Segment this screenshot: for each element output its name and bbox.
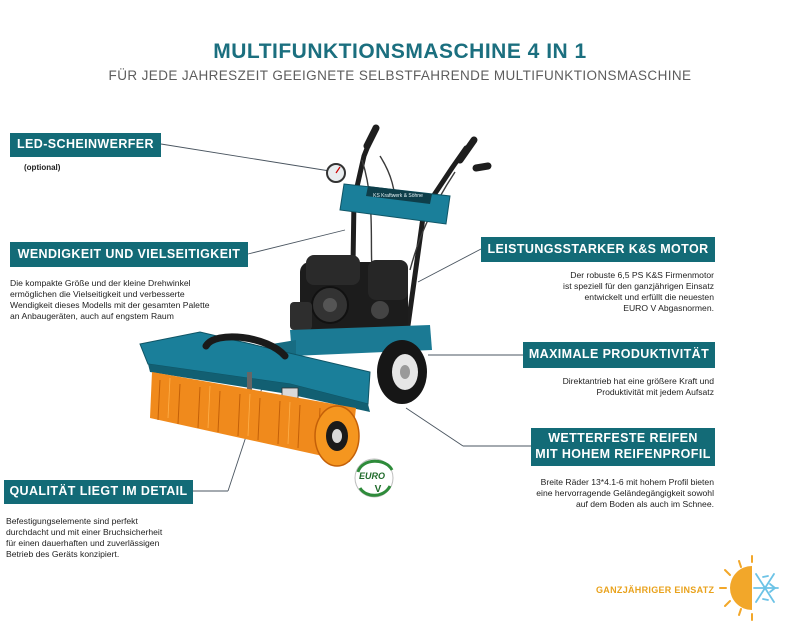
wheel bbox=[377, 340, 427, 404]
brush-housing bbox=[139, 331, 371, 412]
euro-v-badge: EURO V bbox=[354, 458, 394, 498]
feature-note-led: (optional) bbox=[24, 163, 61, 172]
feature-label-quality: QUALITÄT LIEGT IM DETAIL bbox=[4, 480, 193, 504]
rotating-brush bbox=[150, 372, 360, 467]
engine bbox=[290, 255, 408, 342]
svg-text:KS Kraftwerk & Söhne: KS Kraftwerk & Söhne bbox=[373, 193, 423, 199]
handle-grips bbox=[363, 124, 492, 172]
feature-desc-tires: Breite Räder 13*4.1-6 mit hohem Profil b… bbox=[536, 477, 714, 509]
sun-snowflake-icon bbox=[719, 555, 779, 621]
feature-label-tires: WETTERFESTE REIFEN MIT HOHEM REIFENPROFI… bbox=[531, 428, 715, 466]
connector-led bbox=[160, 143, 337, 173]
connector-agility bbox=[247, 229, 346, 255]
connector-tires-b bbox=[405, 407, 464, 447]
euro-v-label: V bbox=[375, 484, 382, 495]
feature-desc-agility: Die kompakte Größe und der kleine Drehwi… bbox=[10, 278, 210, 321]
feature-desc-productivity: Direktantrieb hat eine größere Kraft und… bbox=[562, 376, 714, 397]
feature-label-agility: WENDIGKEIT UND VIELSEITIGKEIT bbox=[10, 242, 248, 267]
feature-desc-quality: Befestigungselemente sind perfekt durchd… bbox=[6, 516, 163, 559]
control-panel: KS Kraftwerk & Söhne bbox=[339, 183, 451, 225]
feature-label-led: LED-SCHEINWERFER bbox=[10, 133, 161, 157]
euro-label: EURO bbox=[359, 471, 385, 481]
connector-motor bbox=[417, 248, 482, 283]
footer-year-round-label: GANZJÄHRIGER EINSATZ bbox=[596, 585, 715, 595]
feature-label-productivity: MAXIMALE PRODUKTIVITÄT bbox=[523, 342, 715, 368]
page-subtitle: FÜR JEDE JAHRESZEIT GEEIGNETE SELBSTFAHR… bbox=[108, 68, 692, 83]
feature-label-motor: LEISTUNGSSTARKER K&S MOTOR bbox=[481, 237, 715, 262]
page-title: MULTIFUNKTIONSMASCHINE 4 IN 1 bbox=[213, 40, 587, 63]
feature-desc-motor: Der robuste 6,5 PS K&S Firmenmotor ist s… bbox=[563, 270, 714, 313]
